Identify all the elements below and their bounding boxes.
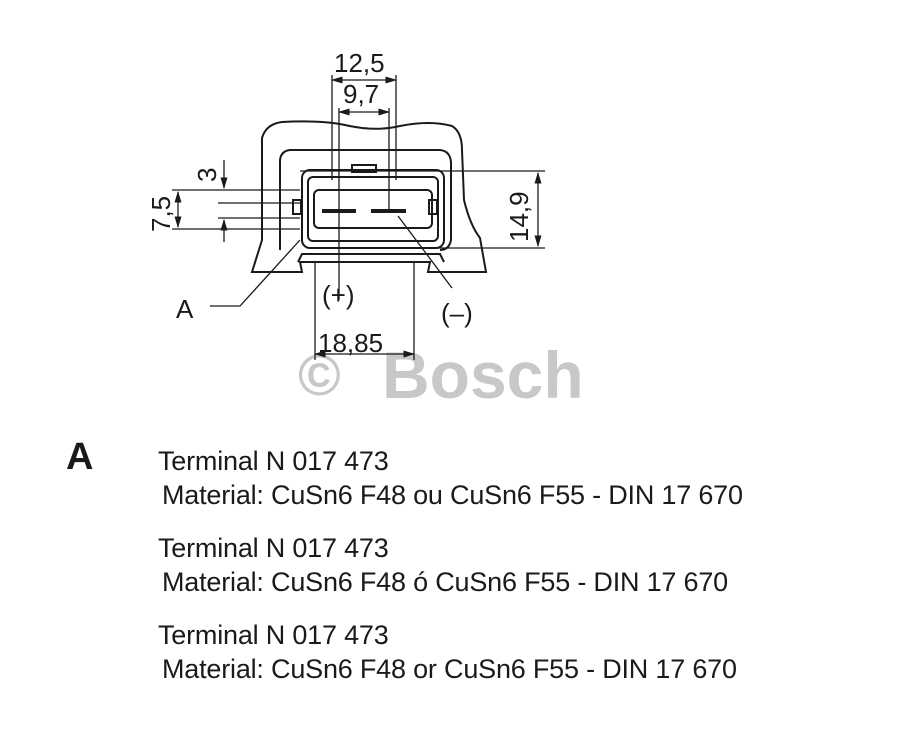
material-line: Material: CuSn6 F48 ó CuSn6 F55 - DIN 17… (162, 567, 728, 597)
dim-18-85: 18,85 (318, 328, 383, 358)
dimension-lines (172, 75, 545, 360)
dim-3: 3 (192, 168, 222, 182)
dim-14-9: 14,9 (504, 191, 534, 242)
negative-terminal-label: (–) (441, 298, 473, 328)
terminal-line: Terminal N 017 473 (158, 533, 389, 563)
material-line: Material: CuSn6 F48 ou CuSn6 F55 - DIN 1… (162, 480, 743, 510)
svg-text:Bosch: Bosch (382, 338, 584, 412)
dim-9-7: 9,7 (343, 79, 379, 109)
dim-12-5: 12,5 (334, 48, 385, 78)
connector-drawing: © Bosch (146, 48, 584, 412)
terminal-line: Terminal N 017 473 (158, 446, 389, 476)
callout-a: A (176, 294, 194, 324)
terminal-line: Terminal N 017 473 (158, 620, 389, 650)
material-line: Material: CuSn6 F48 or CuSn6 F55 - DIN 1… (162, 654, 737, 684)
connector-body (250, 120, 488, 273)
positive-terminal-label: (+) (322, 280, 355, 310)
dimension-labels: 12,5 9,7 18,85 3 7,5 14,9 (+) (–) A (146, 48, 534, 358)
legend-letter: A (66, 436, 94, 478)
dim-7-5: 7,5 (146, 196, 176, 232)
